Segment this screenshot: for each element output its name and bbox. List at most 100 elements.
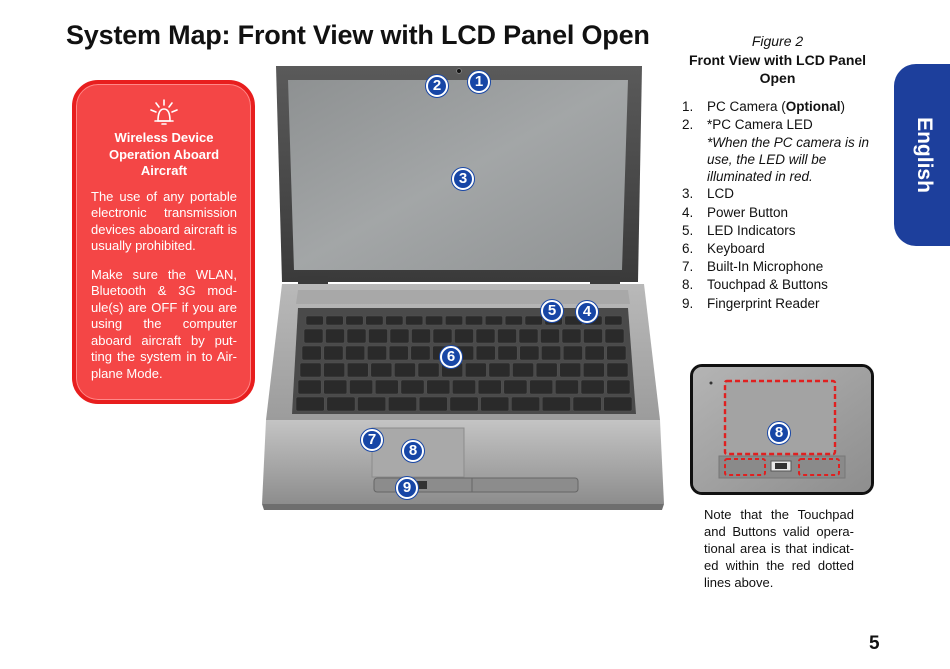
legend-number: 3.	[682, 186, 694, 202]
keyboard-key	[301, 345, 322, 361]
keyboard-key	[305, 315, 324, 326]
keyboard-key	[524, 315, 543, 326]
keyboard-key	[454, 328, 474, 344]
keyboard-key	[346, 362, 369, 378]
keyboard-key	[323, 345, 344, 361]
language-tab: English	[894, 64, 950, 246]
keyboard-key	[512, 362, 534, 378]
keyboard-key	[465, 315, 483, 326]
keyboard-key	[367, 345, 387, 361]
language-tab-label: English	[913, 117, 936, 193]
callout-badge-1: 1	[468, 71, 490, 93]
keyboard-key	[410, 345, 431, 361]
keyboard-key	[346, 328, 367, 344]
keyboard-key	[561, 328, 582, 344]
keyboard-key	[572, 396, 602, 412]
laptop-drawing	[262, 66, 664, 510]
legend-number: 9.	[682, 295, 694, 311]
keyboard-key	[555, 379, 579, 395]
keyboard-key	[374, 379, 399, 395]
legend-text-bold: Optional	[785, 99, 841, 114]
legend-item: 6.Keyboard	[682, 240, 877, 258]
keyboard-key	[299, 362, 322, 378]
keyboard-key	[603, 396, 633, 412]
figure-title: Front View with LCD Panel Open	[688, 52, 867, 86]
keyboard-key	[484, 315, 503, 326]
legend-text: Power Button	[707, 204, 789, 220]
keyboard-key	[519, 345, 540, 361]
keyboard-key	[388, 396, 417, 412]
legend-text: Built-In Microphone	[707, 259, 824, 275]
keyboard-key	[295, 396, 325, 412]
keyboard-key	[606, 362, 629, 378]
keyboard-key	[540, 328, 560, 344]
keyboard-key	[497, 328, 517, 344]
keyboard-key	[445, 315, 463, 326]
keyboard-key	[323, 362, 345, 378]
keyboard-key	[541, 345, 561, 361]
keyboard-key	[323, 379, 348, 395]
callout-badge-4: 4	[576, 301, 598, 323]
keyboard-key	[583, 362, 605, 378]
legend-item: 2. *PC Camera LED *When the PC camera is…	[682, 116, 877, 185]
legend-text: *PC Camera LED	[707, 117, 813, 133]
keyboard-key	[345, 345, 366, 361]
legend-item: 8.Touchpad & Buttons	[682, 276, 877, 294]
keyboard-key	[480, 396, 510, 412]
keyboard-key	[326, 396, 356, 412]
callout-badge-9: 9	[396, 477, 418, 499]
keyboard-key	[604, 315, 623, 326]
keyboard-key	[477, 379, 502, 395]
keyboard-key	[303, 328, 324, 344]
keyboard-key	[541, 396, 571, 412]
legend-text: PC Camera (	[707, 99, 786, 114]
camera-led-note: *When the PC camera is in use, the LED w…	[707, 135, 870, 185]
touchpad-inset-image: 8	[690, 364, 874, 495]
legend-number: 7.	[682, 259, 694, 275]
keyboard-key	[368, 328, 388, 344]
keyboard-key	[357, 396, 387, 412]
aircraft-warning-box: Wireless Device Operation Aboard Aircraf…	[72, 80, 255, 404]
keyboard-key	[562, 345, 583, 361]
legend-number: 4.	[682, 204, 694, 220]
legend-item: 3.LCD	[682, 185, 877, 203]
keyboard-key	[449, 396, 479, 412]
keyboard-key	[535, 362, 558, 378]
legend-number: 2.	[682, 117, 694, 133]
keyboard-key	[488, 362, 511, 378]
keyboard-key	[604, 328, 625, 344]
keyboard-key	[511, 396, 540, 412]
legend-number: 5.	[682, 222, 694, 238]
keyboard-key	[325, 328, 345, 344]
legend-item: 1. PC Camera (Optional)	[682, 98, 877, 116]
keyboard-key	[297, 379, 322, 395]
callout-badge-7: 7	[361, 429, 383, 451]
keyboard-key	[606, 345, 627, 361]
keyboard-key	[349, 379, 373, 395]
keyboard-key	[529, 379, 554, 395]
figure-label: Figure 2	[751, 33, 804, 49]
legend-number: 8.	[682, 277, 694, 293]
keyboard-key	[584, 345, 605, 361]
keyboard-key	[606, 379, 631, 395]
keyboard-key	[418, 396, 448, 412]
callout-badge-2: 2	[426, 75, 448, 97]
keyboard-key	[394, 362, 416, 378]
legend-number: 1.	[682, 99, 694, 114]
keyboard-key	[518, 328, 539, 344]
airplane-wireless-icon	[150, 99, 178, 125]
callout-badge-6: 6	[440, 346, 462, 368]
keyboard-key	[385, 315, 404, 326]
keyboard-key	[425, 315, 444, 326]
warning-paragraph-1: The use of any portable electronic trans…	[91, 188, 237, 254]
legend-item: 7. Built-In Microphone	[682, 258, 877, 276]
keyboard-key	[400, 379, 425, 395]
keyboard-key	[559, 362, 582, 378]
keyboard-key	[365, 315, 384, 326]
keyboard-key	[370, 362, 393, 378]
callout-badge-8: 8	[402, 440, 424, 462]
keyboard-key	[504, 315, 523, 326]
legend-number: 6.	[682, 241, 694, 257]
keyboard-key	[465, 362, 487, 378]
keyboard-key	[475, 328, 496, 344]
